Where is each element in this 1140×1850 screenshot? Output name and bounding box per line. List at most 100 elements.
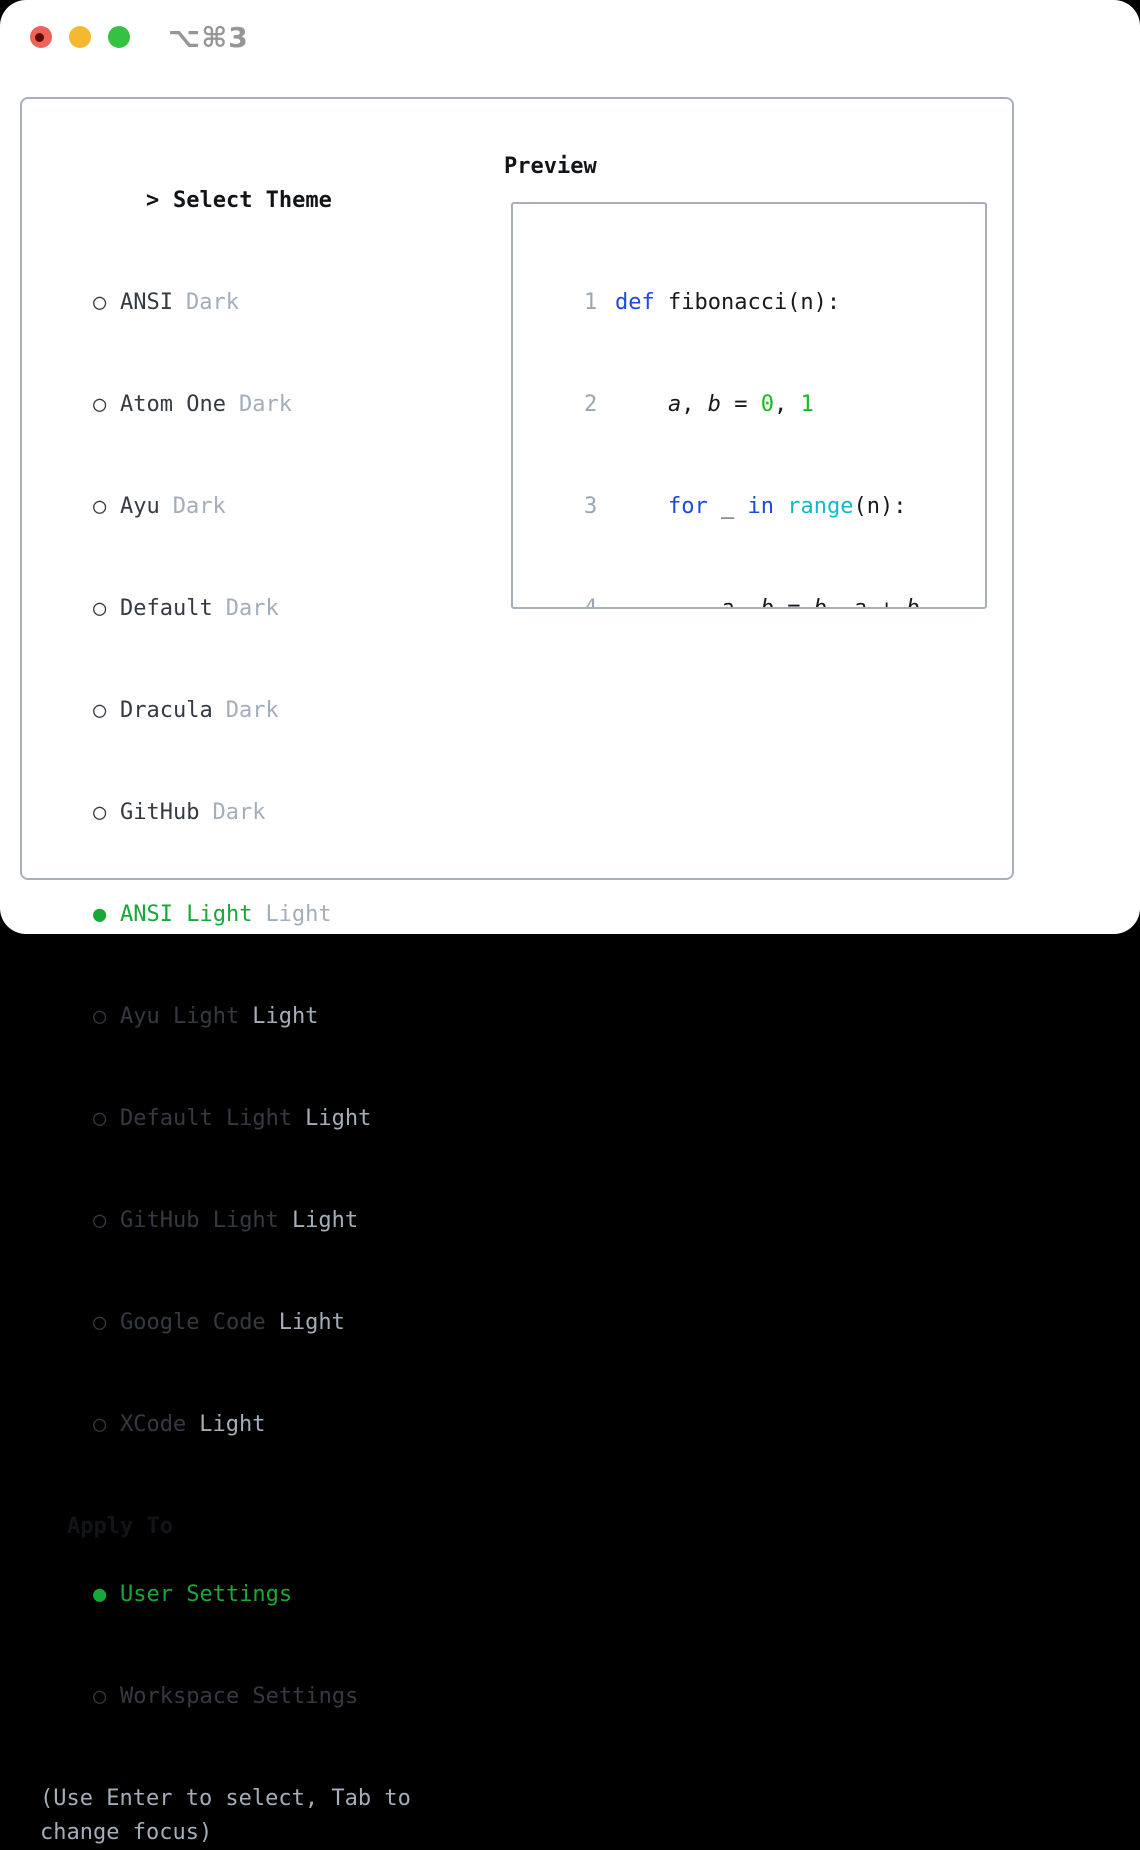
code-text: a, b = 0, 1 xyxy=(615,392,814,417)
theme-option[interactable]: ○ GitHub Light Light xyxy=(40,1170,460,1272)
radio-icon: ○ xyxy=(92,800,107,825)
option-label: XCode xyxy=(119,1412,187,1437)
code-segment-var: b xyxy=(760,596,774,609)
close-button[interactable] xyxy=(30,26,52,48)
option-variant-tag: Light xyxy=(278,1310,345,1335)
radio-icon: ○ xyxy=(92,1684,107,1709)
option-variant-tag: Light xyxy=(291,1208,359,1233)
radio-icon: ○ xyxy=(92,494,107,519)
code-segment-pl xyxy=(774,494,787,519)
option-label: Ayu xyxy=(119,494,160,519)
code-segment-pl xyxy=(615,494,668,519)
radio-icon: ○ xyxy=(92,596,107,621)
option-variant-tag: Dark xyxy=(225,596,279,621)
option-label: ANSI xyxy=(119,290,173,315)
code-segment-pl: fibonacci(n): xyxy=(654,290,841,315)
apply-to-list: ● User Settings ○ Workspace Settings xyxy=(40,1544,460,1748)
code-segment-pl: = xyxy=(773,596,814,609)
line-number: 2 xyxy=(583,392,598,417)
radio-icon: ○ xyxy=(92,698,107,723)
line-number: 4 xyxy=(583,596,598,609)
theme-option[interactable]: ● User Settings xyxy=(40,1544,460,1646)
option-variant-tag: Light xyxy=(265,902,332,927)
code-segment-pl: , xyxy=(826,596,854,609)
code-segment-var: b xyxy=(707,392,721,417)
option-label: User Settings xyxy=(119,1582,293,1607)
theme-option[interactable]: ○ Ayu Dark xyxy=(40,456,460,558)
code-segment-pl: , xyxy=(734,596,761,609)
code-segment-kw: for xyxy=(667,494,708,519)
option-variant-tag: Light xyxy=(199,1412,266,1437)
select-theme-header: >Select Theme xyxy=(40,150,460,252)
option-variant-tag: Dark xyxy=(225,698,279,723)
option-label: ANSI Light xyxy=(119,902,253,927)
preview-heading: Preview xyxy=(504,154,597,179)
theme-option[interactable]: ○ Default Dark xyxy=(40,558,460,660)
code-segment-pl xyxy=(615,596,721,607)
code-segment-pl xyxy=(615,392,668,417)
zoom-button[interactable] xyxy=(108,26,130,48)
radio-icon: ○ xyxy=(92,1310,107,1335)
code-segment-var: a xyxy=(853,596,867,609)
option-label: Atom One xyxy=(119,392,226,417)
radio-icon: ○ xyxy=(92,290,107,315)
option-variant-tag: Dark xyxy=(172,494,226,519)
close-modified-dot-icon xyxy=(35,33,44,42)
option-label: GitHub xyxy=(119,800,200,825)
code-segment-var: b xyxy=(813,596,827,609)
theme-option[interactable]: ○ Default Light Light xyxy=(40,1068,460,1170)
titlebar: ⌥⌘3 xyxy=(0,0,1140,75)
code-text: for _ in range(n): xyxy=(615,494,906,519)
theme-option[interactable]: ○ GitHub Dark xyxy=(40,762,460,864)
code-segment-num: 0 xyxy=(760,392,774,417)
option-variant-tag: Dark xyxy=(238,392,292,417)
radio-selected-icon: ● xyxy=(92,902,107,927)
option-label: Default Light xyxy=(119,1106,293,1131)
code-segment-var: b xyxy=(906,596,920,609)
option-label: GitHub Light xyxy=(119,1208,279,1233)
code-segment-pl: (n): xyxy=(853,494,907,519)
option-label: Ayu Light xyxy=(119,1004,240,1029)
radio-icon: ○ xyxy=(92,1106,107,1131)
radio-selected-icon: ● xyxy=(92,1582,107,1607)
apply-to-section: Apply To ● User Settings ○ Workspace Setti… xyxy=(40,1510,460,1748)
code-line: 4 a, b = b, a + b xyxy=(531,558,985,609)
radio-icon: ○ xyxy=(92,1208,107,1233)
code-segment-pl: _ xyxy=(707,494,748,519)
section-heading: Select Theme xyxy=(172,188,332,213)
theme-option[interactable]: ○ Workspace Settings xyxy=(40,1646,460,1748)
option-variant-tag: Dark xyxy=(212,800,266,825)
help-hint-text: (Use Enter to select, Tab to change focu… xyxy=(40,1786,411,1845)
option-label: Default xyxy=(119,596,213,621)
keyboard-shortcut-label: ⌥⌘3 xyxy=(168,21,249,54)
theme-option[interactable]: ○ Dracula Dark xyxy=(40,660,460,762)
line-number: 1 xyxy=(583,290,598,315)
line-number: 3 xyxy=(583,494,598,519)
theme-option[interactable]: ● ANSI Light Light xyxy=(40,864,460,966)
code-text: a, b = b, a + b xyxy=(615,596,920,609)
code-segment-pl: , xyxy=(773,392,801,417)
code-segment-pl: , xyxy=(681,392,708,417)
code-segment-num: 1 xyxy=(800,392,814,417)
theme-option[interactable]: ○ Google Code Light xyxy=(40,1272,460,1374)
code-line: 3 for _ in range(n): xyxy=(531,456,985,558)
code-line: 2 a, b = 0, 1 xyxy=(531,354,985,456)
option-label: Dracula xyxy=(119,698,213,723)
code-segment-var: a xyxy=(667,392,682,417)
option-label: Workspace Settings xyxy=(119,1684,359,1709)
option-variant-tag: Light xyxy=(305,1106,372,1131)
code-segment-pl: + xyxy=(866,596,907,609)
option-label: Google Code xyxy=(119,1310,266,1335)
apply-to-heading: Apply To xyxy=(67,1514,173,1539)
minimize-button[interactable] xyxy=(69,26,91,48)
code-segment-kw: in xyxy=(747,494,774,519)
